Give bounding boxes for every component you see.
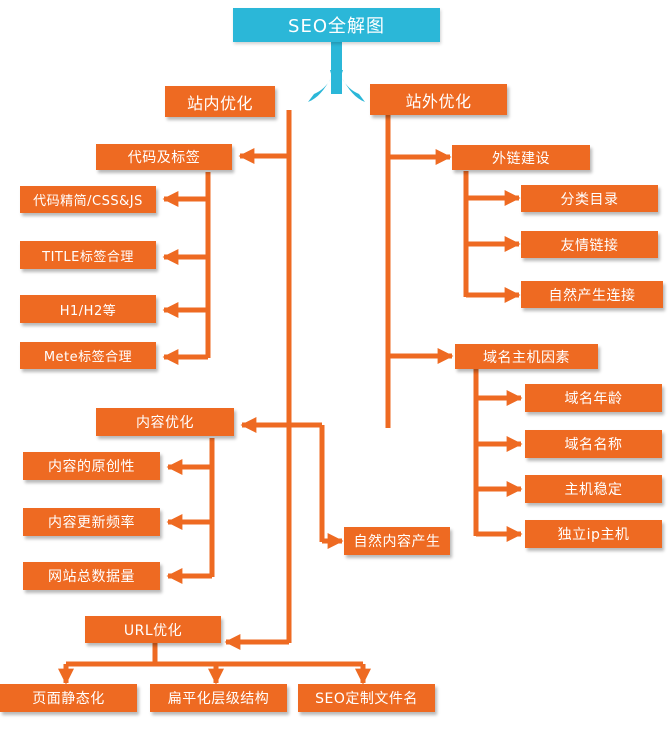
code-tags-item-2: TITLE标签合理 — [20, 241, 156, 269]
content-item-1: 内容的原创性 — [23, 452, 160, 480]
onsite-optimization-node: 站内优化 — [165, 86, 275, 117]
code-tags-item-1: 代码精简/CSS&JS — [20, 186, 156, 213]
content-optimization-node: 内容优化 — [96, 408, 234, 436]
domain-host-node: 域名主机因素 — [455, 344, 598, 369]
links-item-1: 分类目录 — [521, 185, 658, 212]
split-arrow-icon — [308, 42, 365, 102]
code-tags-node: 代码及标签 — [96, 144, 232, 170]
domain-item-4: 独立ip主机 — [525, 520, 662, 548]
natural-content-node: 自然内容产生 — [344, 527, 450, 555]
link-building-node: 外链建设 — [452, 145, 590, 170]
domain-item-1: 域名年龄 — [525, 384, 662, 412]
offsite-optimization-node: 站外优化 — [370, 84, 507, 115]
connector-lines — [57, 110, 523, 685]
content-item-3: 网站总数据量 — [23, 562, 160, 590]
code-tags-item-3: H1/H2等 — [20, 295, 156, 323]
links-item-2: 友情链接 — [521, 231, 658, 258]
url-item-1: 页面静态化 — [0, 684, 137, 712]
content-item-2: 内容更新频率 — [23, 508, 160, 536]
code-tags-item-4: Mete标签合理 — [20, 342, 156, 369]
url-item-3: SEO定制文件名 — [298, 684, 435, 712]
domain-item-3: 主机稳定 — [525, 475, 662, 503]
diagram-title: SEO全解图 — [233, 8, 440, 42]
url-optimization-node: URL优化 — [85, 616, 221, 643]
links-item-3: 自然产生连接 — [521, 281, 663, 308]
domain-item-2: 域名名称 — [525, 430, 662, 458]
url-item-2: 扁平化层级结构 — [150, 684, 287, 712]
